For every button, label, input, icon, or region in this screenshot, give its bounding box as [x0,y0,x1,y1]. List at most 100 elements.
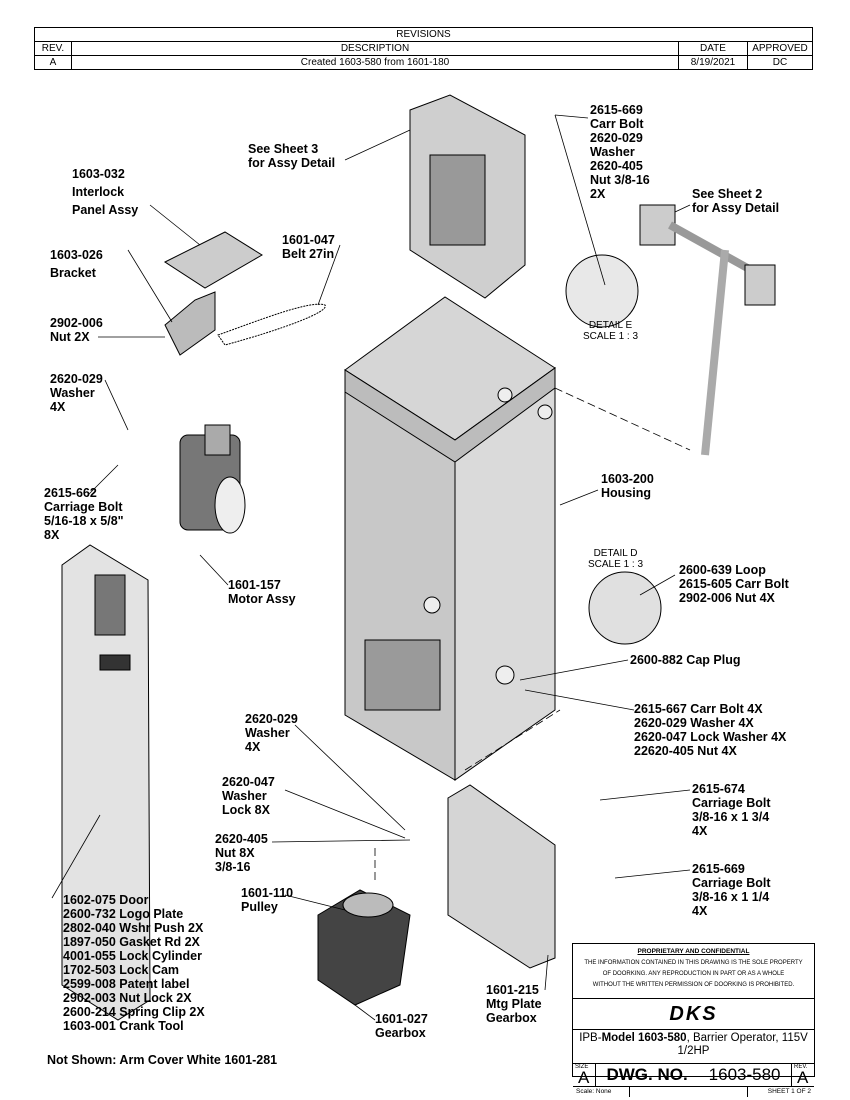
callout-line: 8X [44,528,60,542]
callout-line: 1603-001 Crank Tool [63,1019,184,1033]
callout-line: 4X [50,400,66,414]
callout-line: Pulley [241,900,278,914]
callout-line: 2600-732 Logo Plate [63,907,184,921]
callout-line: Nut 3/8-16 [590,173,650,187]
sheet-text: SHEET 1 OF 2 [767,1088,811,1095]
callout-line: 5/16-18 x 5/8" [44,514,124,528]
callout-line: 2620-029 [50,372,103,386]
callout-line: 22620-405 Nut 4X [634,744,737,758]
callout-line: 3/8-16 [215,860,251,874]
title-block: PROPRIETARY AND CONFIDENTIAL THE INFORMA… [572,943,815,1097]
callout-line: 1603-032 [72,167,125,181]
callout-line: Housing [601,486,651,500]
callout-line: 2620-405 [215,832,268,846]
callout-line: 2902-006 [50,316,103,330]
detail-line: DETAIL D [593,548,638,559]
proprietary-notice: PROPRIETARY AND CONFIDENTIAL THE INFORMA… [573,944,814,999]
callout-line: for Assy Detail [692,201,780,215]
callout-line: 2802-040 Wshr Push 2X [63,921,204,935]
callout-line: 2620-047 Lock Washer 4X [634,730,787,744]
callout-line: 3/8-16 x 1 1/4 [692,890,770,904]
callout-line: 4X [245,740,261,754]
detail-line: SCALE 1 : 3 [583,331,639,342]
belt-part [217,303,326,346]
rev-cell: A [34,55,72,70]
callout-line: 1603-026 [50,248,103,262]
callout-line: Washer [222,789,267,803]
callout-line: Washer [590,145,635,159]
size-value: A [578,1068,590,1087]
housing-part [344,296,556,781]
control-panel-part [409,94,526,299]
callout-line: 1601-047 [282,233,335,247]
arm-part [639,204,776,456]
callout-line: 1601-110 [241,886,294,900]
callout-line: 2615-669 [590,103,643,117]
callout-line: 4001-055 Lock Cylinder [63,949,202,963]
callout-line: 1702-503 Lock Cam [63,963,180,977]
gearbox-part [317,889,411,1006]
callout-line: Panel Assy [72,203,139,217]
mounting-plate-part [447,784,556,969]
callout-line: 2615-669 [692,862,745,876]
callout-line: Carr Bolt [590,117,644,131]
dks-logo: DKS [573,999,814,1030]
callout-line: Carriage Bolt [692,876,771,890]
callout-line: 2902-006 Nut 4X [679,591,775,605]
rev-label: REV. [794,1064,808,1070]
dwg-label: DWG. NO. [606,1065,688,1084]
approved-cell: DC [747,55,813,70]
callout-line: Washer [50,386,95,400]
callout-line: 4X [692,824,708,838]
revision-row: A Created 1603-580 from 1601-180 8/19/20… [34,55,813,70]
callout-line: 2600-214 Spring Clip 2X [63,1005,205,1019]
leader-lines [51,114,691,1021]
interlock-panel-part [163,231,263,289]
callout-line: 2615-667 Carr Bolt 4X [634,702,763,716]
motor-part [179,424,246,534]
callout-line: 1601-157 [228,578,281,592]
description-cell: Created 1603-580 from 1601-180 [71,55,679,70]
callout-line: Gearbox [486,1011,537,1025]
title-footer: Scale: None SHEET 1 OF 2 [573,1087,814,1097]
callout-line: 2620-029 Washer 4X [634,716,754,730]
rev-value: A [797,1068,809,1087]
title-rest: , Barrier Operator, 115V [686,1032,808,1044]
drawing-title: IPB-Model 1603-580, Barrier Operator, 11… [573,1030,814,1064]
detail-e-circle [565,254,639,328]
callout-line: Interlock [72,185,125,199]
callout-line: Washer [245,726,290,740]
callout-line: 3/8-16 x 1 3/4 [692,810,770,824]
callout-line: Carriage Bolt [44,500,123,514]
detail-d-circle [588,571,662,645]
callout-line: 2599-008 Patent label [63,977,190,991]
title-model: Model 1603-580 [601,1032,687,1044]
proprietary-line: WITHOUT THE WRITTEN PERMISSION OF DOORKI… [592,982,795,988]
callout-line: 2620-029 [245,712,298,726]
callout-line: 2620-405 [590,159,643,173]
callout-line: See Sheet 3 [248,142,319,156]
callout-line: 4X [692,904,708,918]
callout-line: Motor Assy [228,592,296,606]
callout-line: Gearbox [375,1026,426,1040]
callout-line: 1601-215 [486,983,539,997]
callout-line: Carriage Bolt [692,796,771,810]
callout-line: Lock 8X [222,803,270,817]
scale-text: Scale: None [573,1087,630,1097]
door-part [61,544,151,1021]
